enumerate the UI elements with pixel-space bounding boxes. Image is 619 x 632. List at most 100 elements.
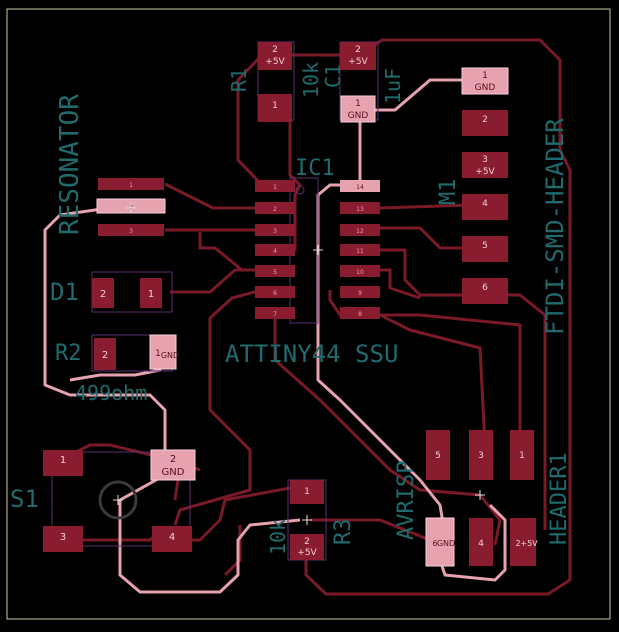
pad-ic1-2-num: 2 xyxy=(273,206,277,213)
ic1-pin1-mark xyxy=(295,185,305,195)
pad-ftdi-1[interactable] xyxy=(461,67,509,95)
pad-ic1-7-num: 7 xyxy=(273,311,277,318)
pad-ic1-10[interactable] xyxy=(340,265,380,277)
pad-isp-2[interactable] xyxy=(510,518,536,566)
pad-ic1-1-num: 1 xyxy=(273,184,277,191)
label-r2-value: 499ohm xyxy=(75,381,147,405)
pad-r2-2-num: 2 xyxy=(102,350,108,361)
board-outline xyxy=(6,8,611,620)
pad-isp-3[interactable] xyxy=(469,430,493,480)
anchor-r3 xyxy=(302,515,312,525)
pad-r3-1[interactable] xyxy=(290,480,324,504)
label-ftdi-header: FTDI-SMD-HEADER xyxy=(541,118,569,335)
pad-ic1-7[interactable] xyxy=(255,307,295,319)
pad-s1-2-net: GND xyxy=(162,467,185,478)
pad-ftdi-4-num: 4 xyxy=(482,199,488,209)
pad-ic1-8-num: 8 xyxy=(358,311,362,318)
pad-ic1-5[interactable] xyxy=(255,265,295,277)
silkscreen-layer: RESONATOR IC1 ATTINY44 SSU R1 10k C1 1uF… xyxy=(10,62,572,555)
pad-isp-4-num: 4 xyxy=(478,539,484,549)
pad-isp-4[interactable] xyxy=(469,518,493,566)
pad-s1-3-num: 3 xyxy=(60,532,66,543)
pad-isp-2-net: +5V xyxy=(520,539,538,548)
pad-resonator-1-num: 1 xyxy=(129,182,133,189)
pad-ic1-10-num: 10 xyxy=(356,269,364,276)
pad-c1-1[interactable] xyxy=(340,95,376,123)
label-c1-value: 1uF xyxy=(381,68,405,104)
pad-ftdi-1-num: 1 xyxy=(482,71,488,81)
trace-gnd xyxy=(316,183,447,536)
pad-r1-1[interactable] xyxy=(258,94,292,122)
pad-r2-1-net: GND xyxy=(161,351,179,360)
trace-gnd xyxy=(360,78,470,112)
pad-ic1-11-num: 11 xyxy=(356,248,364,255)
trace xyxy=(304,38,572,596)
pad-c1-2[interactable] xyxy=(340,42,376,70)
trace xyxy=(173,479,180,501)
anchor-avrisp xyxy=(475,490,485,500)
pad-ic1-3-num: 3 xyxy=(273,228,277,235)
pad-isp-6[interactable] xyxy=(425,517,455,567)
pad-ic1-2[interactable] xyxy=(255,202,295,214)
label-ic1: IC1 xyxy=(295,156,335,181)
pad-ic1-8[interactable] xyxy=(340,307,380,319)
pad-ftdi-3-num: 3 xyxy=(482,155,488,165)
trace xyxy=(379,203,471,210)
pad-c1-1-num: 1 xyxy=(355,99,361,109)
pad-ic1-9[interactable] xyxy=(340,286,380,298)
label-resonator: RESONATOR xyxy=(55,94,85,235)
pad-r2-1-num: 1 xyxy=(155,349,161,359)
pad-s1-1[interactable] xyxy=(43,450,83,476)
pad-s1-2-num: 2 xyxy=(170,454,176,465)
pad-r1-2[interactable] xyxy=(258,42,292,70)
pad-r3-2-num: 2 xyxy=(304,537,310,547)
pad-isp-6-net: GND xyxy=(437,539,455,548)
pad-d1-2[interactable] xyxy=(92,278,114,308)
pad-isp-5-num: 5 xyxy=(435,451,441,461)
pad-d1-1[interactable] xyxy=(140,278,162,308)
pad-ic1-13[interactable] xyxy=(340,202,380,214)
pad-ftdi-4[interactable] xyxy=(462,194,508,220)
pad-resonator-1[interactable] xyxy=(98,178,164,190)
pad-s1-3[interactable] xyxy=(43,526,83,552)
pad-ftdi-6[interactable] xyxy=(462,278,508,304)
pad-ftdi-2[interactable] xyxy=(462,110,508,136)
trace-gnd xyxy=(118,460,301,594)
pad-resonator-3[interactable] xyxy=(98,224,164,236)
label-m1: M1 xyxy=(436,179,461,206)
pad-s1-2[interactable] xyxy=(150,449,196,481)
pad-r3-2[interactable] xyxy=(290,534,324,560)
pad-ftdi-6-num: 6 xyxy=(482,283,488,293)
pad-s1-4[interactable] xyxy=(152,526,192,552)
pad-isp-5[interactable] xyxy=(426,430,450,480)
pad-isp-1[interactable] xyxy=(510,430,534,480)
pad-r3-1-num: 1 xyxy=(304,487,310,497)
s1-actuator xyxy=(98,480,138,520)
label-ic1-value: ATTINY44 SSU xyxy=(225,340,398,368)
pad-r3-2-net: +5V xyxy=(297,548,317,558)
trace xyxy=(185,486,291,542)
pad-c1-1-net: GND xyxy=(348,111,369,121)
pad-ic1-3[interactable] xyxy=(255,224,295,236)
pad-ic1-12[interactable] xyxy=(340,224,380,236)
pad-ftdi-5[interactable] xyxy=(462,236,508,262)
pad-ftdi-1-net: GND xyxy=(475,83,496,93)
pad-ic1-4[interactable] xyxy=(255,244,295,256)
label-r2: R2 xyxy=(55,341,82,366)
pad-ic1-11[interactable] xyxy=(340,244,380,256)
trace xyxy=(173,288,263,526)
pad-ftdi-3[interactable] xyxy=(462,152,508,178)
pad-r2-1[interactable] xyxy=(149,334,177,370)
trace xyxy=(379,313,487,446)
pad-s1-1-num: 1 xyxy=(60,455,66,466)
pad-ic1-1[interactable] xyxy=(255,180,295,192)
outline-s1 xyxy=(51,451,191,547)
pad-ic1-14[interactable] xyxy=(340,180,380,192)
pad-c1-2-num: 2 xyxy=(355,45,361,55)
pad-ic1-6[interactable] xyxy=(255,286,295,298)
trace xyxy=(380,226,470,250)
pad-ftdi-3-net: +5V xyxy=(475,167,495,177)
pad-r2-2[interactable] xyxy=(94,338,116,370)
label-avrisp: AVRISP xyxy=(394,461,419,540)
